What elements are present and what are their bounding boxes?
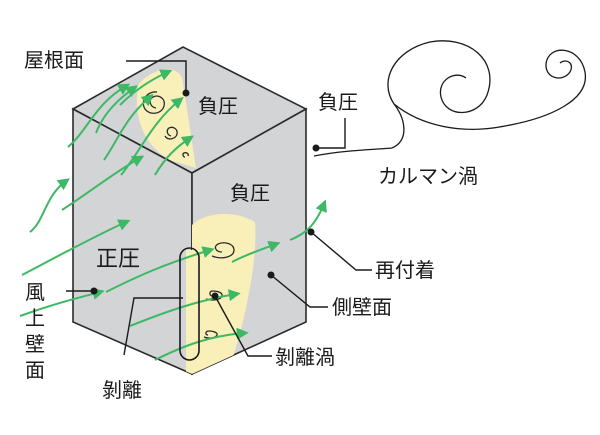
wind-arrows [19, 69, 327, 361]
reattachment-label: 再付着 [375, 258, 435, 282]
spiral-icon [387, 40, 491, 149]
dot [312, 144, 320, 152]
windward-wall-char-4: 面 [25, 358, 45, 382]
separation-leader [123, 297, 183, 356]
reattachment-leader [310, 231, 372, 271]
spiral-icon [182, 152, 189, 158]
leader-lines [66, 60, 372, 357]
separation-capsule [179, 247, 200, 361]
green-arrow-icon [119, 69, 173, 106]
green-arrow-icon [29, 178, 70, 233]
roof-label: 屋根面 [24, 48, 84, 72]
green-arrow-icon [154, 135, 194, 176]
spiral-icon [211, 242, 235, 259]
side-negative-label: 負圧 [230, 181, 270, 205]
dot [90, 287, 98, 295]
positive-pressure-label: 正圧 [96, 247, 140, 272]
dot [307, 228, 315, 236]
green-arrow-icon [95, 85, 138, 134]
separation-vortex-leader [214, 295, 272, 357]
roof-leader [126, 60, 187, 91]
separation-vortex-label: 剝離渦 [275, 345, 335, 369]
green-arrow-icon [21, 219, 131, 276]
labels: 屋根面 負圧 負圧 負圧 カルマン渦 再付着 正圧 風 上 壁 面 側壁面 剝離… [24, 48, 478, 402]
green-arrow-icon [289, 199, 327, 241]
spiral-icon [393, 49, 586, 130]
green-arrow-icon [67, 83, 131, 148]
dot [211, 292, 219, 300]
windward-wall-char-2: 上 [25, 306, 45, 330]
karman-wake-line [313, 147, 393, 157]
windward-wall-char-1: 風 [25, 280, 45, 304]
side-wall-leader [270, 274, 328, 308]
karman-vortex [313, 40, 586, 157]
separation-label: 剝離 [102, 378, 142, 402]
roof-negative-label: 負圧 [198, 94, 238, 118]
side-wall-label: 側壁面 [332, 295, 392, 319]
green-arrow-icon [103, 93, 154, 161]
spiral-icon [164, 126, 178, 140]
dot [182, 89, 190, 97]
green-arrow-icon [120, 97, 184, 176]
windward-wall-char-3: 壁 [25, 332, 45, 356]
top-right-negative-leader [316, 118, 346, 149]
green-arrow-icon [19, 288, 105, 317]
dot [267, 271, 275, 279]
green-arrow-icon [154, 327, 249, 361]
green-arrow-icon [231, 240, 281, 263]
spiral-icon [205, 290, 223, 301]
leader-dots [90, 89, 320, 300]
karman-vortex-label: カルマン渦 [378, 164, 478, 188]
green-arrow-icon [61, 155, 145, 211]
green-arrow-icon [129, 289, 241, 327]
green-arrow-icon [105, 246, 215, 293]
front-vortex-zone-strip [186, 250, 192, 374]
top-right-negative-label: 負圧 [318, 90, 358, 114]
